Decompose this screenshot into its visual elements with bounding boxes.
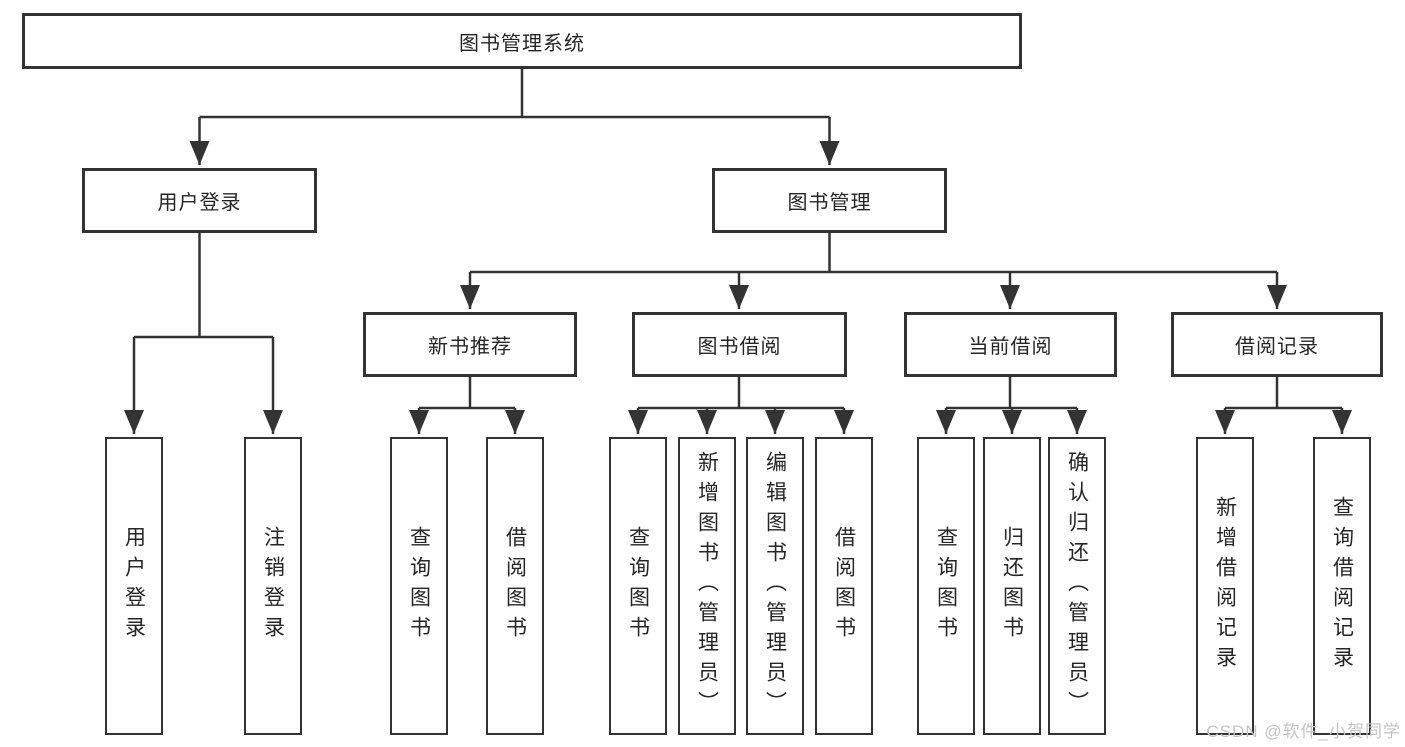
leaf-user-login: 用户登录 [105, 437, 163, 735]
node-new-book-recommend-label: 新书推荐 [428, 336, 512, 358]
leaf-borrow-books-2-label: 借阅图书 [832, 526, 856, 646]
leaf-query-books-1: 查询图书 [390, 437, 448, 735]
watermark: CSDN @软件_小贺同学 [1206, 722, 1401, 741]
leaf-add-borrow-record: 新增借阅记录 [1196, 437, 1254, 735]
node-library-system-label: 图书管理系统 [459, 32, 585, 55]
leaf-query-borrow-record-label: 查询借阅记录 [1330, 496, 1354, 676]
node-book-borrowing-label: 图书借阅 [697, 336, 782, 358]
leaf-user-login-label: 用户登录 [122, 526, 146, 646]
leaf-query-books-1-label: 查询图书 [407, 526, 431, 646]
node-current-borrowing-label: 当前借阅 [968, 336, 1053, 358]
leaf-query-books-2-label: 查询图书 [626, 526, 650, 646]
leaf-add-books-admin: 新增图书（管理员） [678, 437, 736, 735]
leaf-confirm-return-admin-label: 确认归还（管理员） [1065, 451, 1089, 721]
leaf-logout: 注销登录 [244, 437, 302, 735]
leaf-logout-label: 注销登录 [261, 526, 285, 646]
leaf-borrow-books-2: 借阅图书 [815, 437, 873, 735]
node-user-login: 用户登录 [82, 168, 317, 233]
node-book-management: 图书管理 [712, 168, 947, 233]
leaf-query-borrow-record: 查询借阅记录 [1313, 437, 1371, 735]
leaf-query-books-2: 查询图书 [609, 437, 667, 735]
leaf-confirm-return-admin: 确认归还（管理员） [1048, 437, 1106, 735]
leaf-edit-books-admin: 编辑图书（管理员） [746, 437, 804, 735]
leaf-borrow-books-1: 借阅图书 [486, 437, 544, 735]
node-new-book-recommend: 新书推荐 [363, 312, 577, 377]
node-book-borrowing: 图书借阅 [632, 312, 847, 377]
leaf-query-books-3: 查询图书 [917, 437, 975, 735]
leaf-return-books-label: 归还图书 [1000, 526, 1024, 646]
node-current-borrowing: 当前借阅 [904, 312, 1117, 377]
node-borrowing-records-label: 借阅记录 [1235, 336, 1319, 358]
node-library-system: 图书管理系统 [22, 13, 1022, 69]
leaf-borrow-books-1-label: 借阅图书 [503, 526, 527, 646]
leaf-edit-books-admin-label: 编辑图书（管理员） [763, 451, 787, 721]
node-book-management-label: 图书管理 [787, 192, 872, 214]
leaf-query-books-3-label: 查询图书 [934, 526, 958, 646]
leaf-add-borrow-record-label: 新增借阅记录 [1213, 496, 1237, 676]
leaf-return-books: 归还图书 [983, 437, 1041, 735]
node-user-login-label: 用户登录 [157, 192, 242, 214]
leaf-add-books-admin-label: 新增图书（管理员） [695, 451, 719, 721]
node-borrowing-records: 借阅记录 [1171, 312, 1383, 377]
